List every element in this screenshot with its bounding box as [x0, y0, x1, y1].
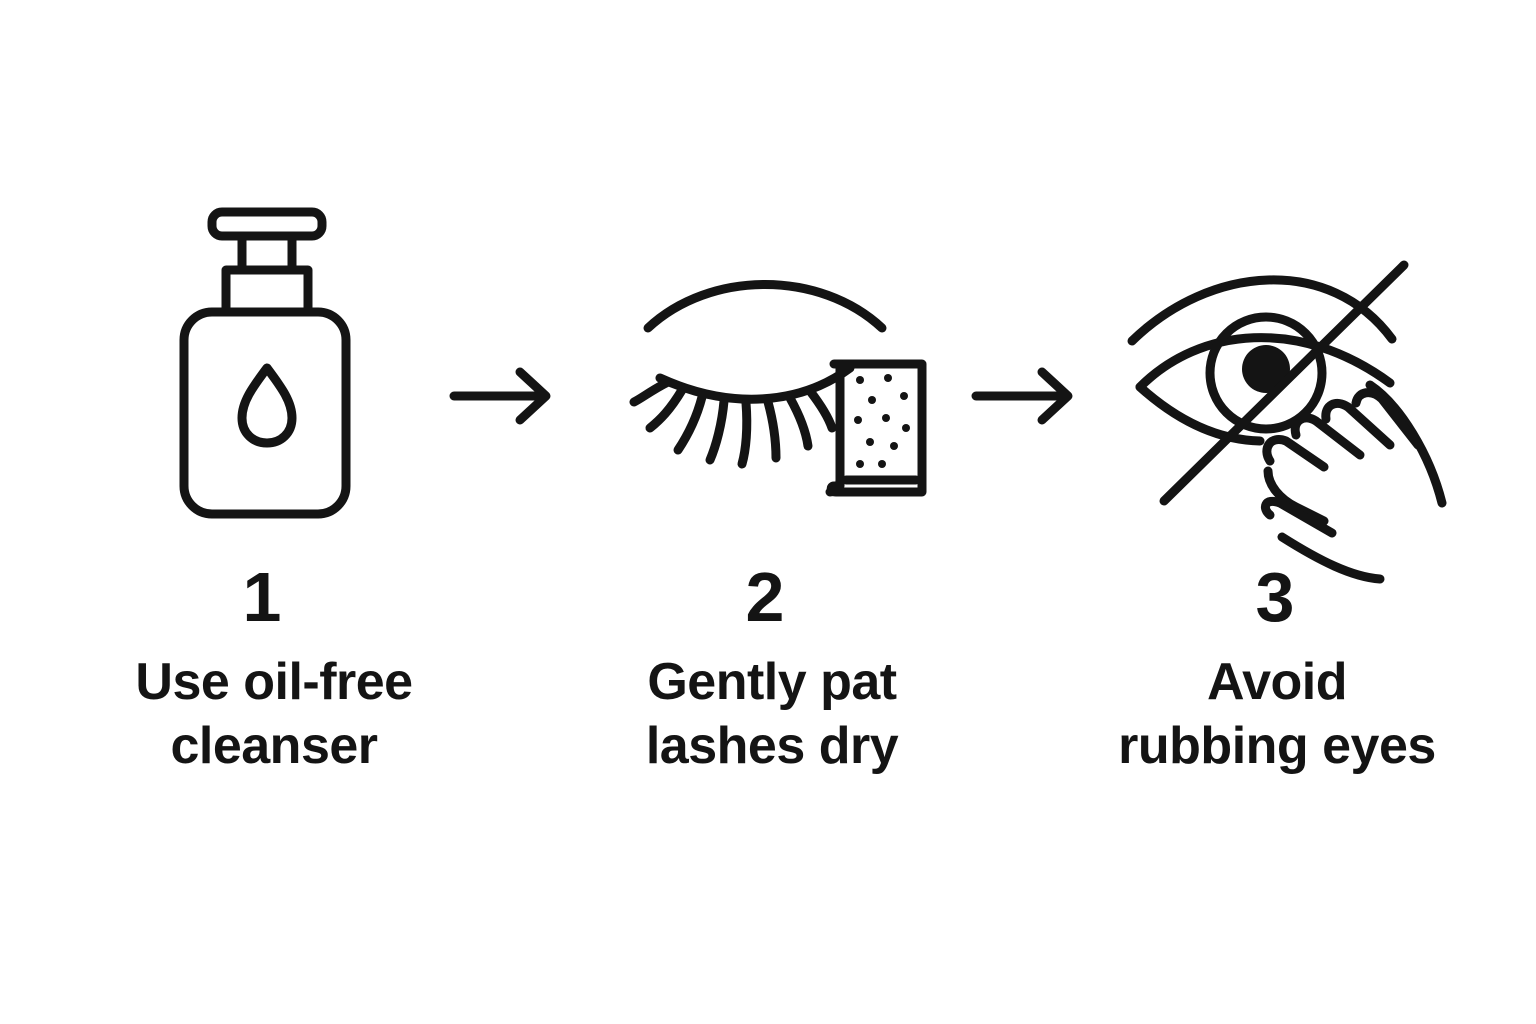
eyelashes-icon [629, 377, 837, 469]
step-3-label: Avoid rubbing eyes [1067, 650, 1487, 778]
step-1-number: 1 [242, 558, 282, 636]
eyelid-icon [655, 363, 855, 404]
step-2-label-line-1: Gently pat [647, 653, 897, 711]
step-1-label: Use oil-free cleanser [64, 650, 484, 778]
eyebrow-icon [643, 280, 887, 333]
step-1-label-line-2: cleanser [170, 717, 378, 775]
towel-icon [825, 359, 927, 497]
cross-out-line-icon [1159, 260, 1409, 506]
arrow-right-icon [449, 367, 551, 425]
step-3-number: 3 [1255, 558, 1295, 636]
step-2-number: 2 [745, 558, 785, 636]
crossed-out-eye-rubbing-icon [1127, 260, 1447, 584]
step-3-label-line-2: rubbing eyes [1118, 717, 1436, 775]
eye-icon [1135, 312, 1395, 446]
pump-bottle-icon [179, 207, 351, 519]
arrow-right-icon [971, 367, 1073, 425]
eyebrow-icon [1127, 275, 1397, 346]
step-1-label-line-1: Use oil-free [135, 653, 413, 711]
step-2-label-line-2: lashes dry [645, 717, 899, 775]
hand-icon [1261, 380, 1447, 584]
drop-icon [237, 363, 297, 448]
closed-eye-with-towel-icon [629, 280, 927, 497]
step-3-label-line-1: Avoid [1206, 653, 1348, 711]
step-2-label: Gently pat lashes dry [562, 650, 982, 778]
